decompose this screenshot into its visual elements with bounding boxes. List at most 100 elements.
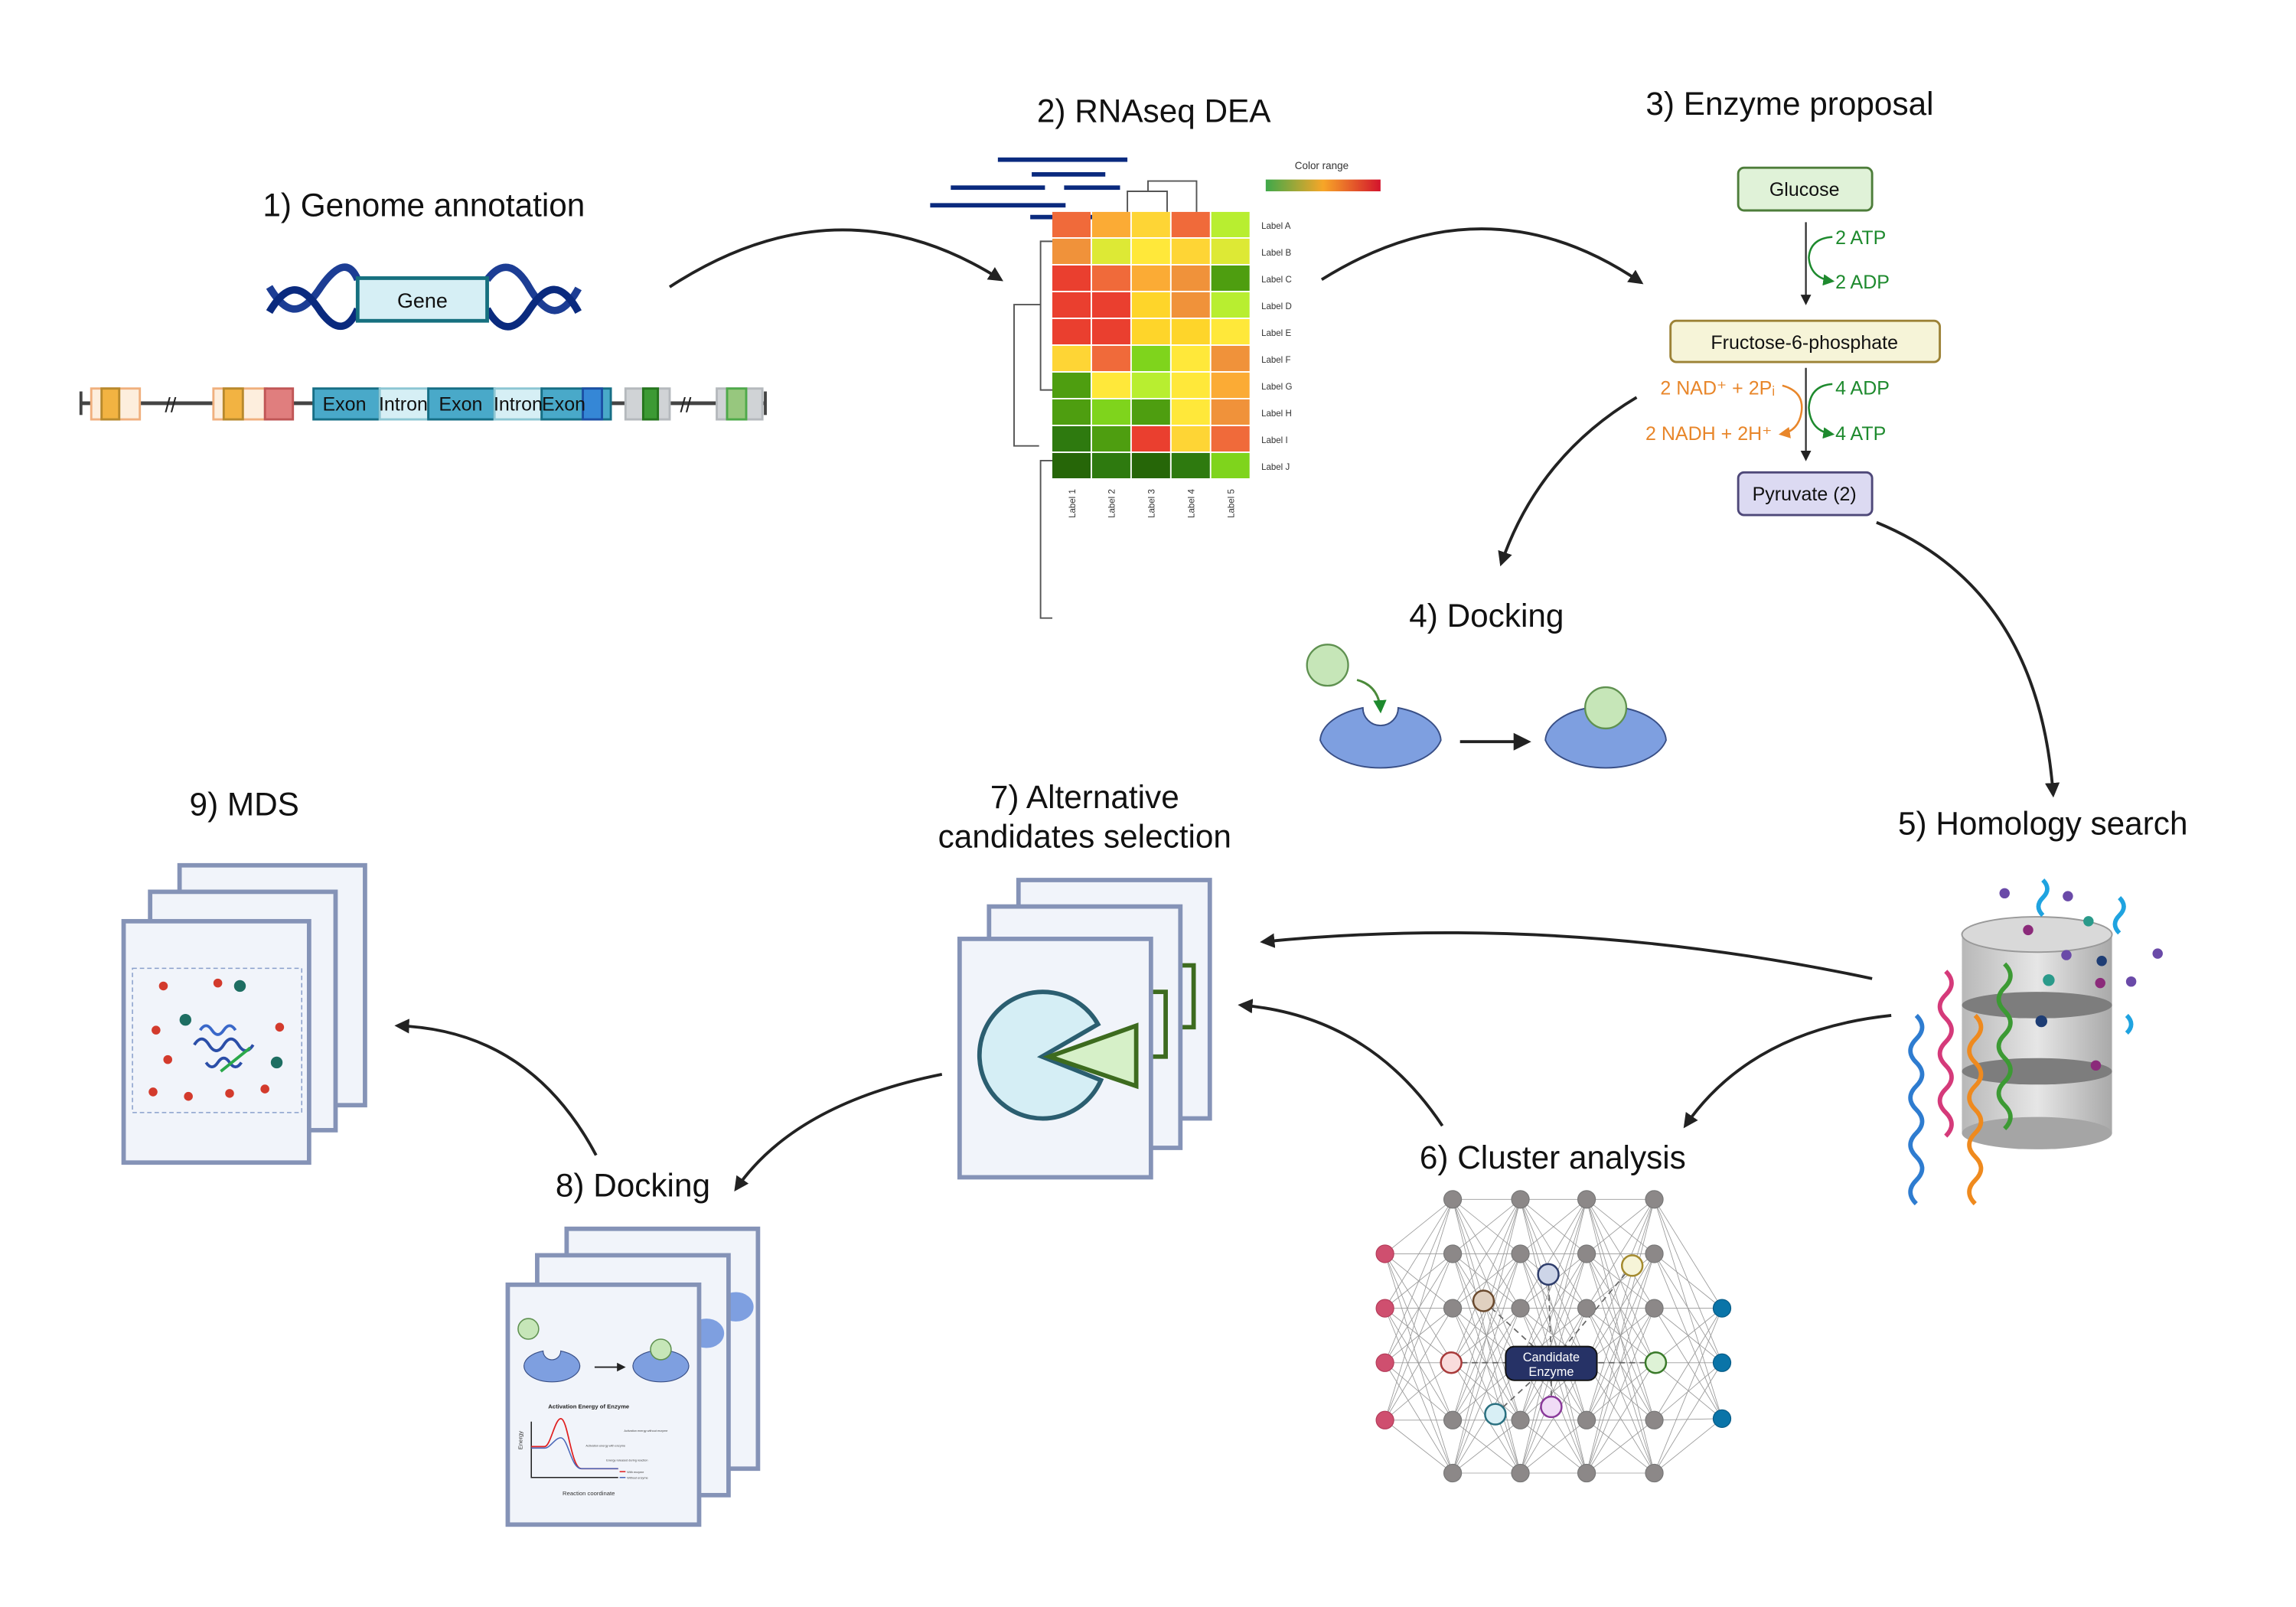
network-edge xyxy=(1520,1199,1587,1474)
heatmap-cell xyxy=(1052,265,1091,291)
adp-curve-arrow xyxy=(1808,383,1835,439)
adp-in-label: 4 ADP xyxy=(1835,377,1890,399)
network-edge xyxy=(1452,1253,1521,1474)
network-edge xyxy=(1654,1253,1723,1420)
network-edge xyxy=(1654,1362,1723,1474)
step-1-title: 1) Genome annotation xyxy=(263,187,585,223)
water-molecules-icon xyxy=(148,978,285,1101)
network-node xyxy=(1645,1190,1664,1209)
heatmap-cell xyxy=(1091,238,1130,264)
heatmap-row-label: Label H xyxy=(1261,409,1292,419)
pyruvate-label: Pyruvate (2) xyxy=(1753,484,1857,505)
heatmap-cell xyxy=(1131,318,1170,344)
heatmap-cell xyxy=(1091,265,1130,291)
read-bars xyxy=(930,157,1128,220)
arrow-2-to-3 xyxy=(1320,227,1644,285)
heatmap-cell xyxy=(1052,345,1091,371)
network-node xyxy=(1375,1353,1394,1372)
substrate-icon xyxy=(1042,1022,1139,1090)
step-7-title-line1: 7) Alternative xyxy=(990,779,1179,815)
chart-xlabel: Reaction coordinate xyxy=(563,1490,615,1497)
step-5-title: 5) Homology search xyxy=(1898,805,2187,841)
gene-box xyxy=(355,276,489,323)
f6p-box xyxy=(1669,319,1942,363)
receptor-icon xyxy=(1319,706,1442,769)
network-edge xyxy=(1452,1199,1521,1309)
step-8-title: 8) Docking xyxy=(556,1167,710,1203)
network-node xyxy=(1443,1244,1463,1263)
heatmap-cell xyxy=(1091,318,1130,344)
atp-in-label: 2 ATP xyxy=(1835,227,1886,249)
heatmap-row-label: Label I xyxy=(1261,436,1288,445)
network-edge xyxy=(1384,1199,1453,1363)
heatmap-cell xyxy=(1131,292,1170,318)
network-node xyxy=(1511,1244,1530,1263)
candidate-label-line1: Candidate xyxy=(1523,1351,1580,1364)
gene-label: Gene xyxy=(397,289,448,312)
chart-ylabel: Energy xyxy=(517,1431,524,1450)
network-edge xyxy=(1654,1308,1723,1420)
network-edges xyxy=(1384,1198,1723,1474)
heatmap-cell xyxy=(1211,292,1250,318)
network-edge xyxy=(1452,1199,1521,1363)
network-edge xyxy=(1586,1199,1655,1309)
arrow-8-to-9 xyxy=(394,1019,598,1156)
network-edge xyxy=(1586,1199,1655,1363)
cluster-member-node xyxy=(1440,1351,1463,1374)
docking-illustration xyxy=(1306,644,1667,769)
network-node xyxy=(1577,1410,1596,1429)
heatmap-cell xyxy=(1171,265,1210,291)
heatmap-cell xyxy=(1171,238,1210,264)
heatmap-cell xyxy=(1052,211,1091,237)
break-mark: // xyxy=(165,393,176,416)
heatmap-cell xyxy=(1091,345,1130,371)
network-edge xyxy=(1586,1199,1655,1474)
network-edge xyxy=(1654,1253,1723,1309)
glucose-label: Glucose xyxy=(1769,179,1840,200)
step-3-title: 3) Enzyme proposal xyxy=(1645,86,1933,122)
page xyxy=(121,918,311,1165)
heatmap-row-label: Label C xyxy=(1261,275,1292,285)
heatmap-row-label: Label F xyxy=(1261,356,1290,365)
heatmap-cell xyxy=(1131,211,1170,237)
heatmap-cell xyxy=(1052,292,1091,318)
heatmap-cell xyxy=(1171,345,1210,371)
step-9-title: 9) MDS xyxy=(190,786,299,822)
heatmap-cell xyxy=(1171,372,1210,398)
network-node xyxy=(1443,1463,1463,1483)
arrow-3-to-5 xyxy=(1876,520,2060,798)
heatmap-cell xyxy=(1171,211,1210,237)
network-node xyxy=(1577,1299,1596,1318)
heatmap-cell xyxy=(1052,372,1091,398)
network-edge xyxy=(1586,1253,1655,1363)
heatmap-cell xyxy=(1211,399,1250,425)
activation-energy-chart: Activation Energy of Enzyme Energy React… xyxy=(517,1403,668,1496)
heatmap-cell xyxy=(1131,345,1170,371)
network-edge xyxy=(1520,1199,1587,1309)
adp-out-label: 2 ADP xyxy=(1835,272,1890,293)
ligand-icon xyxy=(1306,644,1349,687)
arrow-5-to-7 xyxy=(1260,931,1873,980)
heatmap-col-label: Label 2 xyxy=(1108,489,1117,518)
network-node xyxy=(1712,1299,1732,1318)
network-node xyxy=(1375,1244,1394,1263)
cluster-member-node xyxy=(1540,1395,1563,1419)
cluster-member-node xyxy=(1620,1254,1644,1277)
heatmap-row-label: Label A xyxy=(1261,222,1291,231)
legend-without-enzyme: Without enzyme xyxy=(627,1477,647,1480)
heatmap-cell xyxy=(1091,399,1130,425)
network-node xyxy=(1712,1409,1732,1428)
network-edge xyxy=(1452,1198,1521,1254)
break-mark: // xyxy=(680,393,691,416)
network-edge xyxy=(1384,1420,1453,1474)
network-edge xyxy=(1384,1362,1453,1421)
bound-ligand-icon xyxy=(1584,686,1628,730)
glycolysis-pathway: Glucose 2 ATP 2 ADP Fructose-6-phosphate… xyxy=(1645,166,1942,517)
candidate-pages xyxy=(957,878,1212,1180)
network-edge xyxy=(1384,1199,1453,1309)
heatmap-col-label: Label 1 xyxy=(1068,489,1078,518)
network-node xyxy=(1511,1299,1530,1318)
